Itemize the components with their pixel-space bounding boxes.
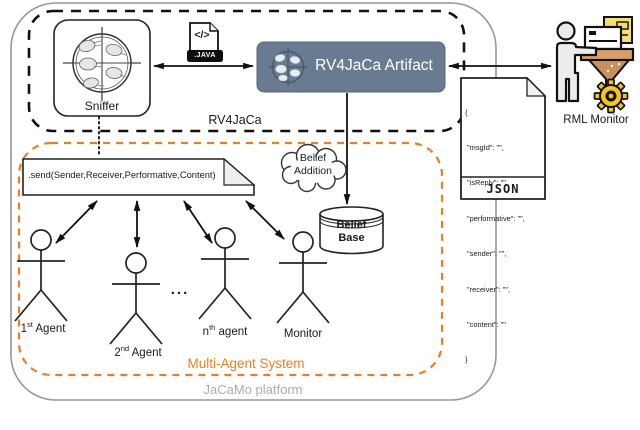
jacamo-platform-border bbox=[10, 2, 497, 401]
json-document bbox=[460, 76, 547, 200]
json-line: } bbox=[465, 355, 468, 365]
multi-agent-system-border bbox=[17, 141, 444, 377]
json-content: { "msgId": "", "isReply": "", "performat… bbox=[465, 83, 543, 390]
belief-addition-label-line2: Addition bbox=[294, 165, 332, 177]
rv4jaca-border bbox=[27, 9, 466, 133]
jacamo-platform-label: JaCaMo platform bbox=[203, 382, 303, 397]
actor-agent-2 bbox=[109, 252, 163, 345]
java-code-glyph: </> bbox=[194, 29, 210, 41]
send-message-note bbox=[22, 157, 256, 196]
actor-figures bbox=[14, 227, 330, 345]
send-message-label: .send(Sender,Receiver,Performative,Conte… bbox=[28, 170, 216, 180]
json-line: { bbox=[465, 107, 468, 117]
artifact-globe-icon bbox=[269, 48, 307, 86]
rml-gear-shape bbox=[593, 78, 629, 114]
rml-monitor-label: RML Monitor bbox=[563, 114, 629, 126]
actor-monitor bbox=[276, 231, 330, 324]
agent-1-label: 1st Agent bbox=[20, 320, 66, 335]
json-line: "isReply": "", bbox=[465, 178, 508, 188]
actor-agent-n bbox=[198, 227, 252, 320]
agent-n-label: nth agent bbox=[202, 323, 248, 338]
belief-addition-cloud bbox=[280, 143, 347, 193]
json-line: "receiver": "", bbox=[465, 284, 510, 294]
artifact-label: RV4JaCa Artifact bbox=[315, 57, 433, 74]
json-line: "performative": "", bbox=[465, 213, 525, 223]
belief-base-cylinder bbox=[319, 206, 384, 255]
sniffer-globe-icon bbox=[63, 27, 141, 101]
belief-base-label-line2: Base bbox=[338, 232, 365, 244]
json-line: "sender": "", bbox=[465, 249, 507, 259]
json-line: "content": "" bbox=[465, 319, 506, 329]
rv4jaca-container-label: RV4JaCa bbox=[208, 113, 262, 127]
send-monitor-arrow bbox=[245, 200, 285, 240]
multi-agent-system-label: Multi-Agent System bbox=[187, 356, 305, 371]
monitor-agent-label: Monitor bbox=[283, 327, 323, 340]
agents-ellipsis: ... bbox=[170, 281, 190, 298]
belief-base-label-line1: Belief bbox=[336, 219, 367, 231]
send-agentn-arrow bbox=[183, 200, 213, 244]
json-line: "msgId": "", bbox=[465, 142, 504, 152]
agent-2-label: 2nd Agent bbox=[114, 344, 162, 359]
java-tag-label: .JAVA bbox=[194, 52, 216, 59]
rml-monitor-icon bbox=[555, 16, 635, 114]
send-agent1-arrow bbox=[55, 200, 98, 244]
sniffer-node bbox=[53, 19, 151, 117]
send-agent-arrows bbox=[55, 199, 285, 249]
artifact-node bbox=[256, 41, 446, 93]
rml-window-shape bbox=[583, 25, 623, 51]
sniffer-label: Sniffer bbox=[84, 99, 120, 113]
rml-person-shape bbox=[555, 21, 598, 103]
json-document-label: JSON bbox=[486, 182, 520, 196]
java-file-icon bbox=[187, 22, 223, 62]
actor-agent-1 bbox=[14, 229, 68, 322]
belief-addition-label-line1: Belief bbox=[299, 152, 327, 164]
